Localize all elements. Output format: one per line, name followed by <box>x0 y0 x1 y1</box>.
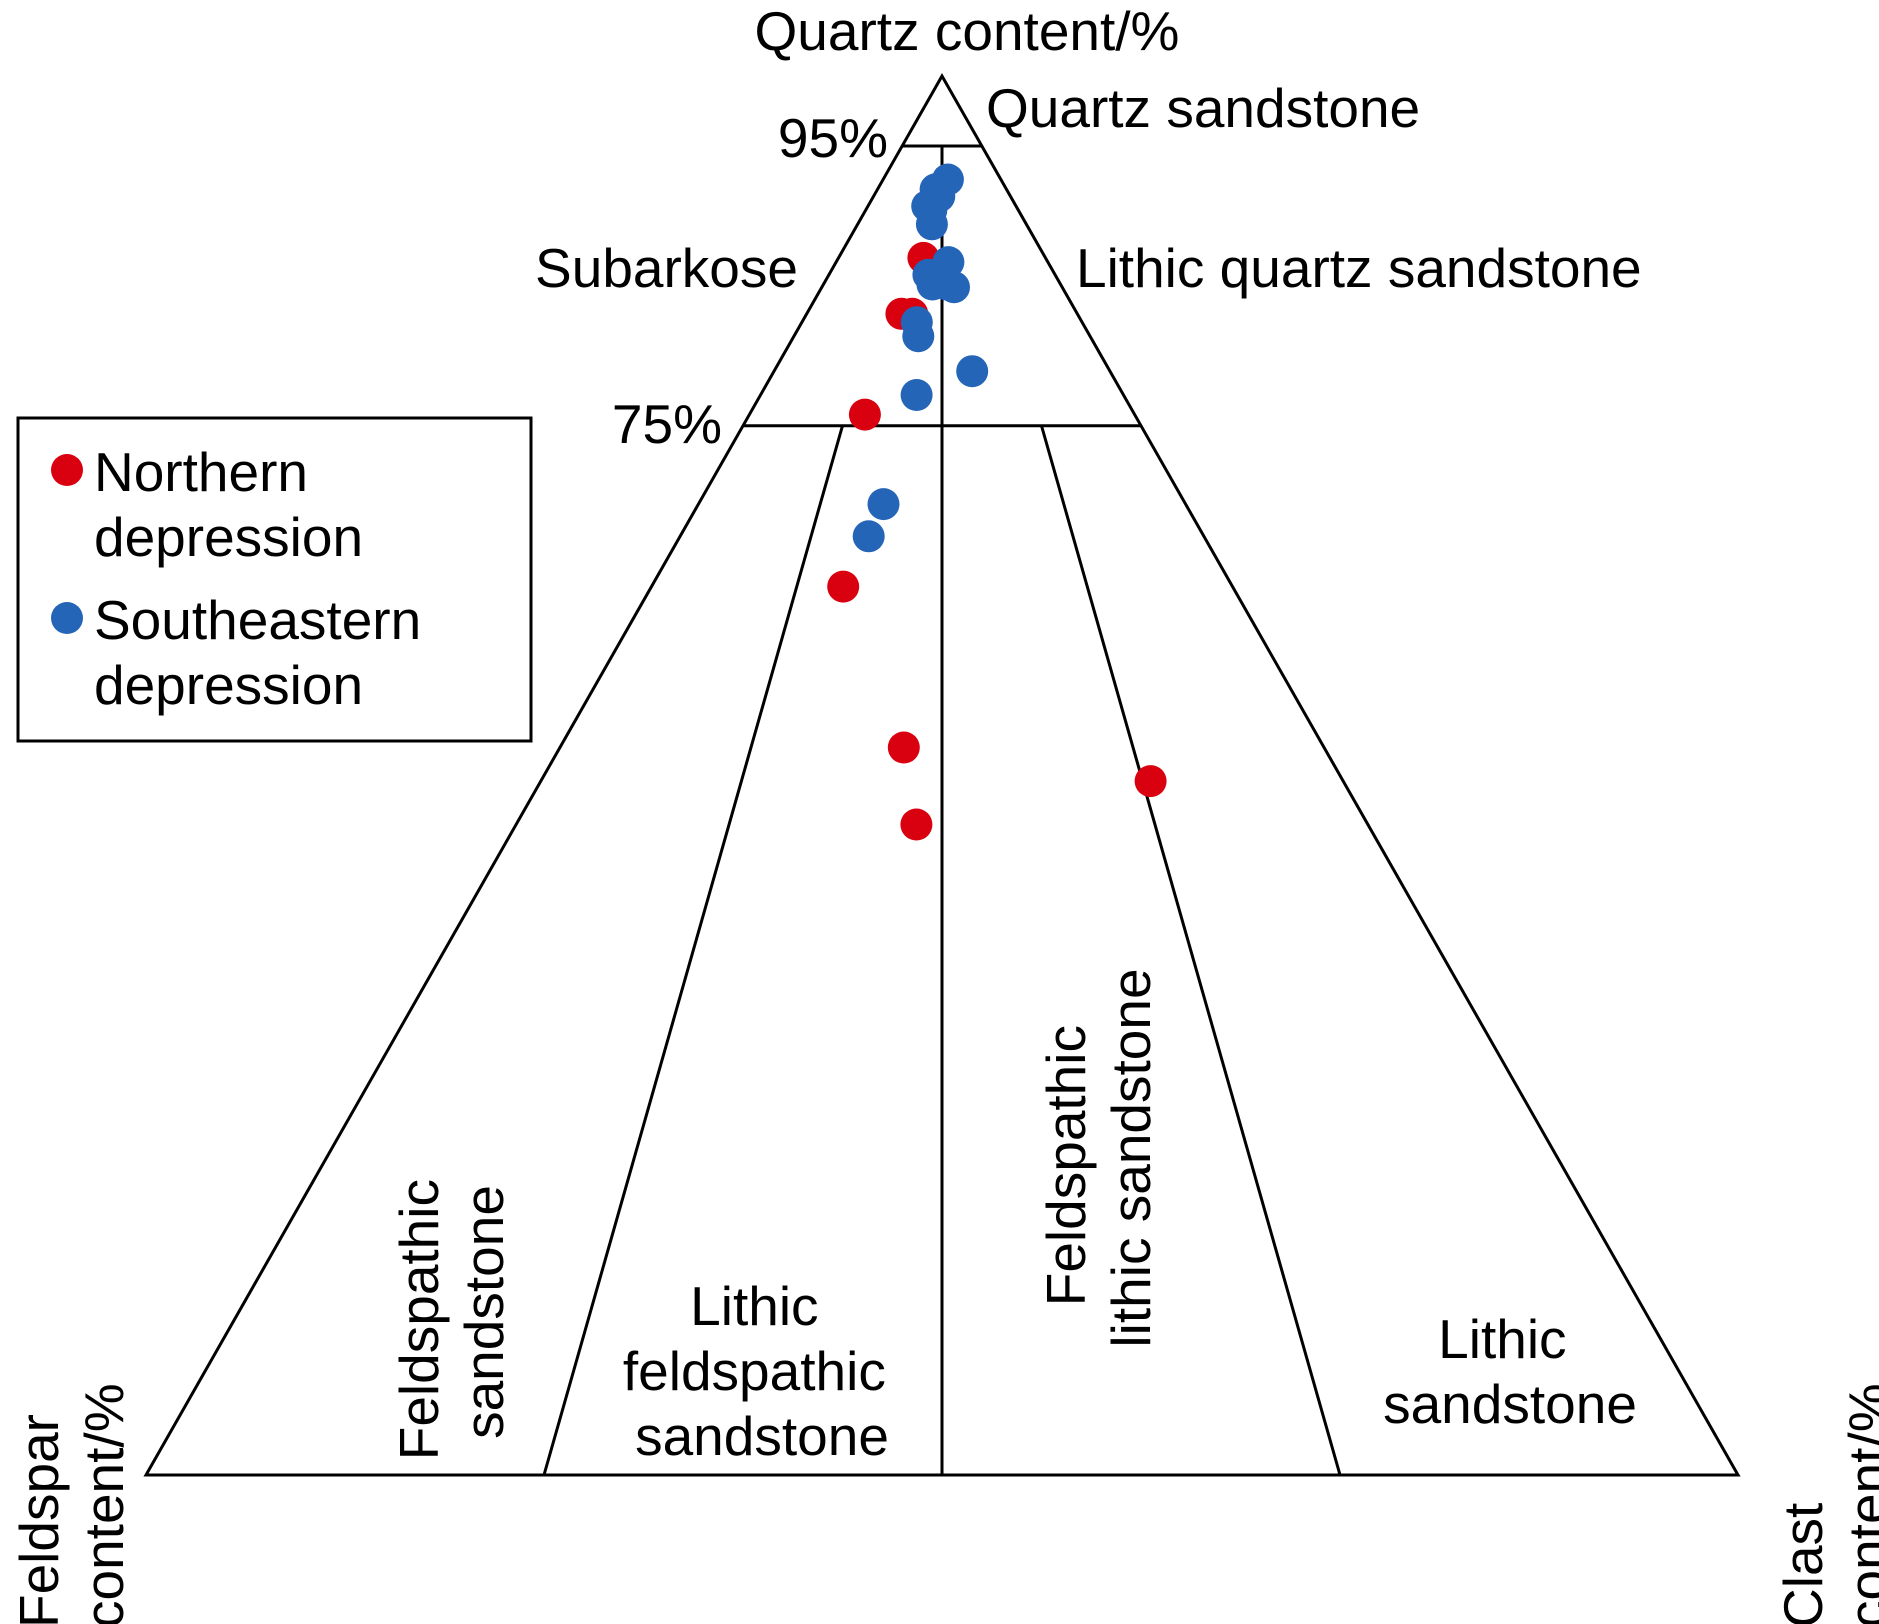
legend-marker-southeastern <box>51 602 83 634</box>
northern-point <box>848 398 881 431</box>
apex-right-label-line-1: Clast <box>1772 1503 1834 1624</box>
legend-marker-northern <box>51 454 83 486</box>
region-lithic-feldspathic-sandstone-line-2: feldspathic <box>623 1340 886 1402</box>
region-feldspathic-lithic-sandstone-line-1: Feldspathic <box>1035 1025 1097 1306</box>
southeastern-point <box>900 379 933 411</box>
region-lithic-sandstone-line-1: Lithic <box>1438 1308 1566 1370</box>
divider-feldspathic-lithic-vs-lithic <box>1040 425 1342 1476</box>
apex-right-label: Clast content/% <box>1772 1383 1879 1624</box>
data-points <box>827 163 1167 841</box>
region-lithic-feldspathic-sandstone-line-1: Lithic <box>690 1275 818 1337</box>
northern-point <box>887 731 920 764</box>
apex-top-label: Quartz content/% <box>755 0 1180 62</box>
apex-left-label-line-2: content/% <box>73 1383 135 1624</box>
region-subarkose: Subarkose <box>535 237 798 299</box>
region-lithic-feldspathic-sandstone-line-3: sandstone <box>635 1405 889 1467</box>
region-feldspathic-sandstone-line-1: Feldspathic <box>388 1179 450 1460</box>
region-lithic-quartz-sandstone: Lithic quartz sandstone <box>1076 237 1642 299</box>
region-feldspathic-lithic-sandstone: Feldspathic lithic sandstone <box>1035 968 1162 1347</box>
apex-left-label-line-1: Feldspar <box>8 1414 70 1624</box>
southeastern-point <box>902 320 935 353</box>
region-lithic-sandstone: Lithic sandstone <box>1383 1308 1637 1435</box>
region-feldspathic-sandstone-line-2: sandstone <box>453 1185 515 1439</box>
southeastern-point <box>938 271 970 304</box>
southeastern-point <box>852 520 885 553</box>
apex-right-label-line-2: content/% <box>1837 1383 1879 1624</box>
legend-label-southeastern: Southeastern depression <box>94 589 436 716</box>
region-lithic-sandstone-line-2: sandstone <box>1383 1373 1637 1435</box>
northern-point <box>827 570 860 603</box>
threshold-75-label: 75% <box>612 393 722 455</box>
region-feldspathic-sandstone: Feldspathic sandstone <box>388 1164 515 1461</box>
legend-label-northern-line-2: depression <box>94 506 363 568</box>
northern-point <box>1134 765 1167 798</box>
legend-label-northern-line-1: Northern <box>94 441 308 503</box>
legend-label-northern: Northern depression <box>94 441 363 568</box>
triangle-frame <box>143 72 1741 1477</box>
legend-box <box>16 416 533 743</box>
southeastern-point <box>915 208 948 241</box>
legend-label-southeastern-line-2: depression <box>94 654 363 716</box>
legend: Northern depression Southeastern depress… <box>16 416 533 743</box>
region-lithic-feldspathic-sandstone: Lithic feldspathic sandstone <box>623 1275 901 1467</box>
southeastern-point <box>867 488 900 521</box>
threshold-95-label: 95% <box>778 107 888 169</box>
region-feldspathic-lithic-sandstone-line-2: lithic sandstone <box>1100 968 1162 1347</box>
apex-left-label: Feldspar content/% <box>8 1383 135 1624</box>
southeastern-point <box>956 355 989 388</box>
legend-label-southeastern-line-1: Southeastern <box>94 589 421 651</box>
northern-point <box>900 808 933 841</box>
region-quartz-sandstone: Quartz sandstone <box>986 77 1420 139</box>
divider-feldspathic-vs-lithic-feldspathic <box>542 425 844 1476</box>
